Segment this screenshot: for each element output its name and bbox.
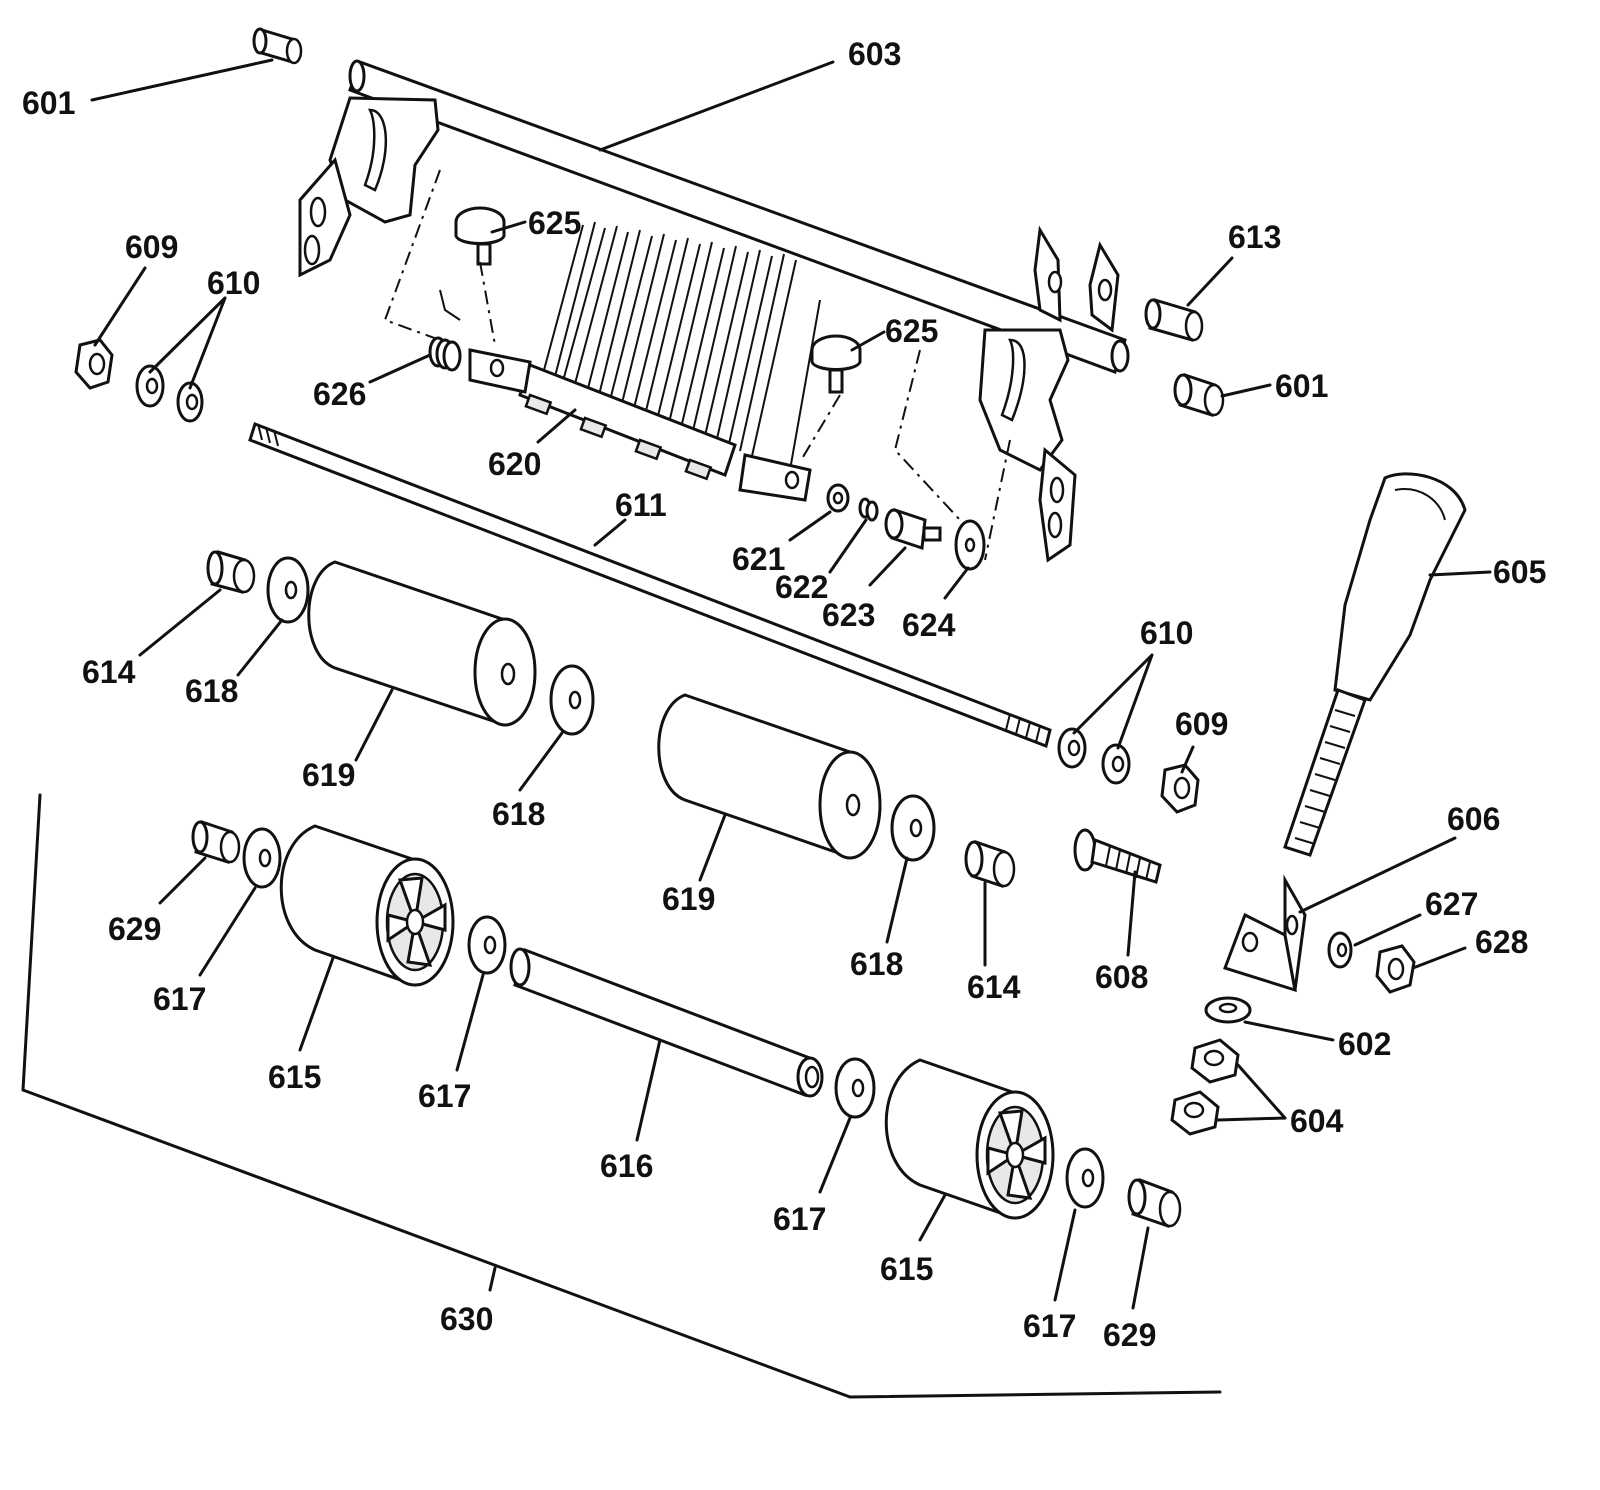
- part-collar-629-right: [1127, 1177, 1182, 1229]
- callout-611: 611: [615, 487, 667, 523]
- part-washer-621-hole: [832, 491, 844, 505]
- part-bolt-608: [1073, 828, 1162, 884]
- callout-630: 630: [440, 1301, 493, 1337]
- callout-610-left: 610: [207, 265, 260, 301]
- part-washer-618-right: [890, 794, 936, 862]
- callout-615-left: 615: [268, 1059, 321, 1095]
- part-roller-619-right: [657, 693, 882, 860]
- callout-602: 602: [1338, 1026, 1391, 1062]
- leader-lines: [90, 58, 1492, 1310]
- callout-618-mid: 618: [492, 796, 545, 832]
- callout-629-left: 629: [108, 911, 161, 947]
- callout-604: 604: [1290, 1103, 1344, 1139]
- part-nut-628: [1375, 944, 1416, 994]
- callout-615-right: 615: [880, 1251, 933, 1287]
- part-washer-617-mid-right: [834, 1057, 876, 1119]
- callout-622: 622: [775, 569, 828, 605]
- callout-601-top: 601: [22, 85, 75, 121]
- part-nuts-604: [1170, 1038, 1240, 1136]
- part-handle-605: [1283, 472, 1467, 857]
- part-washers-610-left: [135, 364, 204, 423]
- part-wheel-615-right: [884, 1058, 1055, 1220]
- part-spring-622: [858, 497, 879, 522]
- part-spacer-601-top: [252, 27, 303, 65]
- callout-617-right: 617: [1023, 1308, 1076, 1344]
- callout-618-left: 618: [185, 673, 238, 709]
- part-spacer-614-left: [206, 550, 256, 594]
- callout-617-left: 617: [153, 981, 206, 1017]
- part-spacer-601-right: [1173, 373, 1225, 417]
- part-collar-613: [1144, 298, 1204, 342]
- callout-610-right: 610: [1140, 615, 1193, 651]
- callout-614-left: 614: [82, 654, 136, 690]
- part-washer-617-mid-left: [467, 915, 507, 975]
- part-roller-619-left: [307, 560, 537, 727]
- part-wheel-615-left: [279, 824, 455, 987]
- part-axle-616: [509, 947, 824, 1098]
- part-frame-603: [298, 59, 1130, 563]
- callout-608: 608: [1095, 959, 1148, 995]
- callout-627: 627: [1425, 886, 1478, 922]
- group-bracket-630: [21, 793, 1222, 1399]
- part-washer-624: [954, 519, 986, 571]
- part-nut-609-left: [74, 338, 114, 390]
- callout-609-left: 609: [125, 229, 178, 265]
- part-washer-617-right: [1065, 1147, 1105, 1209]
- callout-619-left: 619: [302, 757, 355, 793]
- alignment-lines: [383, 169, 1011, 561]
- callout-614-right: 614: [967, 969, 1021, 1005]
- callout-625-right: 625: [885, 313, 938, 349]
- callout-609-right: 609: [1175, 706, 1228, 742]
- callout-606: 606: [1447, 801, 1500, 837]
- callout-628: 628: [1475, 924, 1528, 960]
- callout-619-right: 619: [662, 881, 715, 917]
- callout-labels: 601 603 625 609 610 613 625 601 626 620 …: [22, 36, 1546, 1353]
- callout-626: 626: [313, 376, 366, 412]
- callout-613: 613: [1228, 219, 1281, 255]
- part-washers-610-right: [1057, 727, 1131, 785]
- part-shaft-611: [248, 422, 1052, 749]
- callout-603: 603: [848, 36, 901, 72]
- callout-629-right: 629: [1103, 1317, 1156, 1353]
- callout-620: 620: [488, 446, 541, 482]
- part-collar-629-left: [191, 820, 241, 864]
- callout-618-right: 618: [850, 946, 903, 982]
- part-comb-620: [468, 221, 821, 502]
- callout-623: 623: [822, 597, 875, 633]
- part-bracket-606: [1223, 874, 1307, 993]
- part-nut-609-right: [1160, 763, 1200, 814]
- part-washer-627: [1327, 931, 1353, 969]
- part-washer-618-mid: [549, 664, 595, 736]
- part-washer-618-left: [266, 556, 310, 624]
- part-spring-626: [428, 289, 462, 372]
- callout-605: 605: [1493, 554, 1546, 590]
- callout-624: 624: [902, 607, 956, 643]
- callout-617-mid-left: 617: [418, 1078, 471, 1114]
- callout-601-right: 601: [1275, 368, 1328, 404]
- part-knob-625-right: [810, 334, 862, 394]
- part-washer-617-left: [242, 827, 282, 889]
- part-pin-623: [884, 507, 942, 551]
- callout-625-left: 625: [528, 205, 581, 241]
- part-knob-625-left: [454, 206, 506, 266]
- callout-616: 616: [600, 1148, 653, 1184]
- part-spacer-614-right: [964, 839, 1016, 889]
- callout-621: 621: [732, 541, 785, 577]
- callout-617-mid-right: 617: [773, 1201, 826, 1237]
- part-washer-602: [1204, 996, 1252, 1024]
